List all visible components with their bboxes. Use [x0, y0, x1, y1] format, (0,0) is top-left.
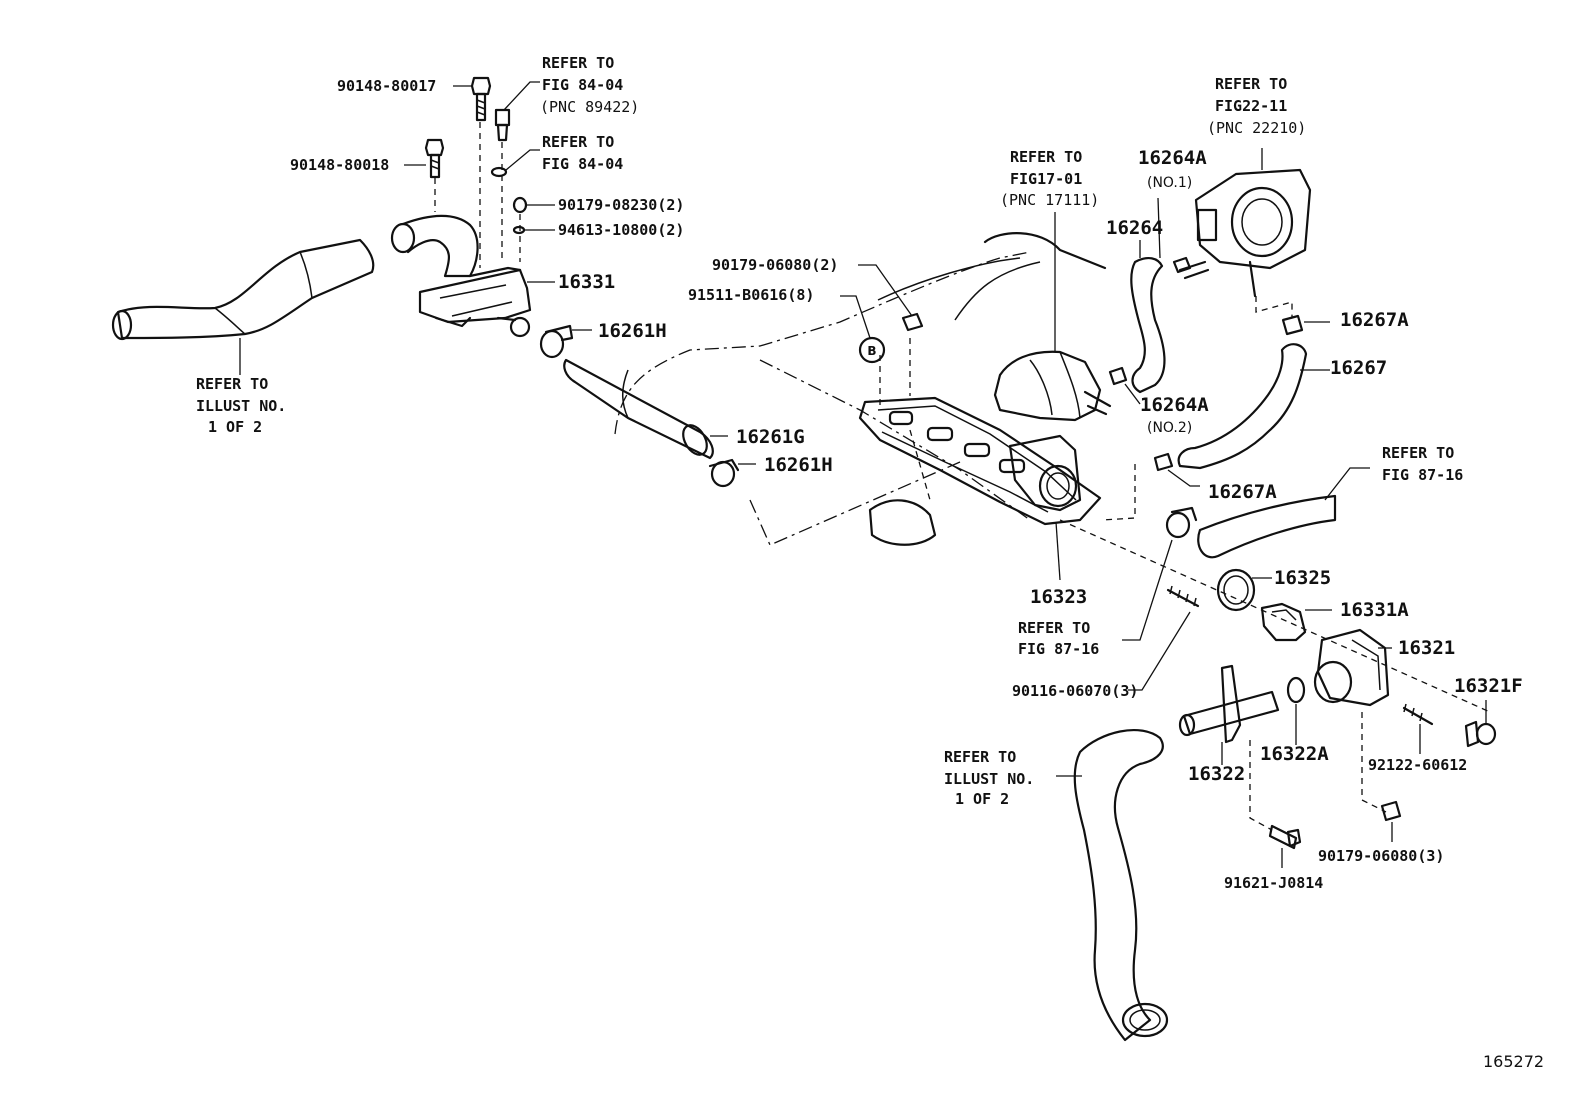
nut-90179-06080-upper	[858, 264, 924, 332]
o-ring-16322A	[1286, 676, 1306, 745]
refer-fig22-11-line1: REFER TO	[1215, 75, 1287, 93]
label-16267A-lower: 16267A	[1208, 481, 1277, 503]
label-16261H-lower: 16261H	[764, 454, 833, 476]
thermostat-16331A	[1260, 602, 1332, 642]
label-16331: 16331	[558, 271, 615, 293]
refer-fig17-01-line3: (PNC 17111)	[1000, 191, 1099, 209]
hose-clip-16267A-upper	[1281, 314, 1330, 336]
nut-90179-08230	[512, 196, 555, 214]
bolt-90148-80017	[453, 76, 492, 122]
water-hose-16267	[1177, 343, 1330, 470]
label-90179-06080-3: 90179-06080(3)	[1318, 847, 1444, 865]
refer-fig-87-16-lower-line2: FIG 87-16	[1018, 640, 1099, 658]
hose-clip-16267A-lower	[1153, 452, 1200, 487]
figure-id: 165272	[1483, 1052, 1544, 1071]
label-90148-80017: 90148-80017	[337, 77, 436, 95]
thermostat-alignment-line	[1059, 519, 1491, 713]
label-16323: 16323	[1030, 586, 1087, 608]
lower-radiator-hose	[1056, 729, 1169, 1042]
label-90116-06070: 90116-06070(3)	[1012, 682, 1138, 700]
stud-90116-06070	[1128, 585, 1200, 691]
reference-outline-intake	[614, 251, 1031, 546]
bolt-91621-J0814	[1268, 824, 1302, 868]
refer-fig-87-16-right-line1: REFER TO	[1382, 444, 1454, 462]
water-passage-gasket-16323	[858, 396, 1102, 581]
intake-contour	[983, 232, 1107, 270]
refer-fig-87-16-lower-line1: REFER TO	[1018, 619, 1090, 637]
refer-illust-upper-line3: 1 OF 2	[208, 418, 262, 436]
refer-illust-upper-line1: REFER TO	[196, 375, 268, 393]
label-16264: 16264	[1106, 217, 1163, 239]
label-16325: 16325	[1274, 567, 1331, 589]
bolt-90148-80018	[404, 138, 445, 179]
hose-clip-16264A-no1	[1157, 197, 1192, 274]
refer-fig17-01-line2: FIG17-01	[1010, 170, 1082, 188]
label-16267: 16267	[1330, 357, 1387, 379]
refer-illust-lower-line3: 1 OF 2	[955, 790, 1009, 808]
label-16264A-no1: 16264A	[1138, 147, 1207, 169]
refer-illust-lower-line2: ILLUST NO.	[944, 770, 1034, 788]
throttle-hose-16264	[1130, 240, 1166, 394]
hose-clamp-16261H-upper	[539, 324, 592, 359]
refer-fig22-11-line2: FIG22-11	[1215, 97, 1287, 115]
marker-b-label: B	[867, 344, 876, 358]
refer-fig22-11-line3: (PNC 22210)	[1207, 119, 1306, 137]
label-16261G: 16261G	[736, 426, 805, 448]
water-outlet-16331	[390, 214, 555, 338]
hose-fig-87-16-right	[1197, 467, 1370, 559]
label-16321: 16321	[1398, 637, 1455, 659]
refer-fig17-01-line1: REFER TO	[1010, 148, 1082, 166]
hose-clip-16264A-no2	[1108, 366, 1141, 405]
throttle-body-22210	[1178, 148, 1312, 298]
label-90148-80018: 90148-80018	[290, 156, 389, 174]
label-16264A-no2: 16264A	[1140, 394, 1209, 416]
label-91621-J0814: 91621-J0814	[1224, 874, 1323, 892]
water-inlet-pipe-16322	[1178, 664, 1280, 765]
bolt-91511-B0616: B	[840, 295, 886, 364]
label-16322A: 16322A	[1260, 743, 1329, 765]
gasket-washer	[490, 149, 540, 178]
refer-fig-84-04-b-line2: FIG 84-04	[542, 155, 623, 173]
washer-94613-10800	[512, 225, 555, 235]
label-16322: 16322	[1188, 763, 1245, 785]
label-91511-B0616: 91511-B0616(8)	[688, 286, 814, 304]
refer-fig-87-16-right-line2: FIG 87-16	[1382, 466, 1463, 484]
label-90179-06080-2: 90179-06080(2)	[712, 256, 838, 274]
label-16331A: 16331A	[1340, 599, 1409, 621]
bypass-hose-16261G	[563, 358, 728, 460]
nut-90179-06080-lower	[1380, 800, 1402, 842]
refer-fig-84-04-line1: REFER TO	[542, 54, 614, 72]
label-no1: (NO.1)	[1147, 175, 1192, 191]
label-92122-60612: 92122-60612	[1368, 756, 1467, 774]
label-94613-10800: 94613-10800(2)	[558, 221, 684, 239]
label-16267A-upper: 16267A	[1340, 309, 1409, 331]
label-16321F: 16321F	[1454, 675, 1523, 697]
refer-illust-upper-line2: ILLUST NO.	[196, 397, 286, 415]
refer-fig-84-04-line3: (PNC 89422)	[540, 98, 639, 116]
refer-fig-84-04-b-line1: REFER TO	[542, 133, 614, 151]
hose-clamp-16261H-lower	[708, 458, 756, 488]
refer-fig-84-04-line2: FIG 84-04	[542, 76, 623, 94]
label-16261H-upper: 16261H	[598, 320, 667, 342]
gasket-16325	[1216, 568, 1272, 612]
upper-left-radiator-hose	[111, 238, 375, 375]
throttle-body-housing-17111	[993, 212, 1112, 422]
stud-92122-60612	[1402, 703, 1434, 754]
drain-plug-16321F	[1464, 700, 1497, 748]
water-inlet-housing-16321	[1313, 628, 1392, 707]
label-no2: (NO.2)	[1147, 420, 1192, 436]
hose-clamp-lower	[1122, 506, 1198, 641]
manifold-boss	[868, 499, 937, 546]
temperature-sensor	[494, 81, 540, 142]
label-90179-08230: 90179-08230(2)	[558, 196, 684, 214]
refer-illust-lower-line1: REFER TO	[944, 748, 1016, 766]
